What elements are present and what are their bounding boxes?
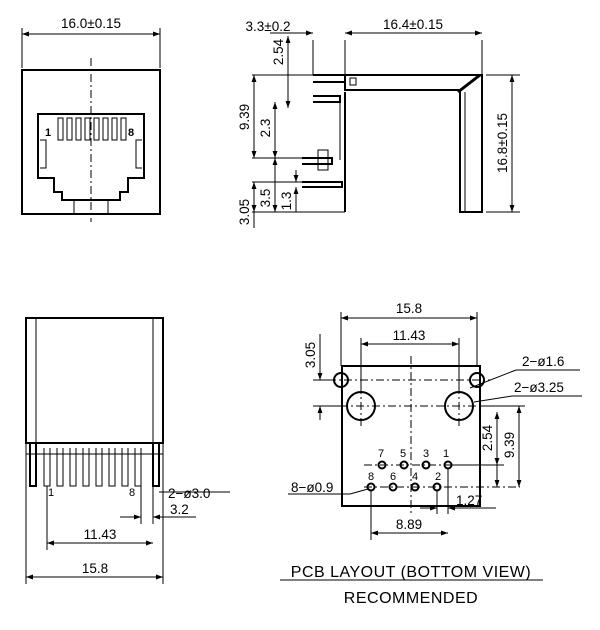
side-pin-upper [313, 74, 346, 83]
pin-label-5: 5 [400, 448, 406, 460]
side-dim-2-3: 2.3 [258, 119, 273, 138]
pcb-pin-hole-label: 8−ø0.9 [291, 480, 333, 495]
bottom-pin-1-label: 1 [48, 487, 54, 499]
jack-inner-right [135, 139, 142, 169]
caption-subtitle: RECOMMENDED [344, 590, 478, 607]
side-pin-bottom [302, 181, 343, 188]
contact [57, 117, 64, 141]
caption: PCB LAYOUT (BOTTOM VIEW) RECOMMENDED [280, 564, 543, 607]
side-dim-3-5: 3.5 [258, 189, 273, 208]
front-width-dim: 16.0±0.15 [61, 16, 121, 31]
pcb-dim-8-89: 8.89 [396, 517, 422, 532]
bottom-dim-3-2: 3.2 [170, 502, 189, 517]
leader-line [469, 369, 517, 389]
side-view: 3.3±0.2 16.4±0.15 2.54 9.39 2.3 16.8±0.1… [237, 17, 520, 228]
pcb-layout: 7 5 3 1 8 6 4 2 15.8 11.43 3.05 2−ø1.6 2… [288, 301, 582, 540]
side-dim-height: 16.8±0.15 [495, 113, 510, 173]
pin-label-7: 7 [378, 448, 384, 460]
side-dim-pitch: 2.54 [271, 38, 286, 65]
contact [120, 117, 127, 141]
side-dim-top-offset: 3.3±0.2 [246, 19, 291, 34]
front-pin-1-label: 1 [45, 127, 51, 139]
side-pin-middle [313, 95, 341, 103]
front-view: 1 8 16.0±0.15 [21, 16, 161, 222]
pin-label-6: 6 [390, 471, 396, 483]
side-pin-lower [302, 157, 333, 165]
pcb-large-hole-label: 2−ø3.25 [514, 380, 564, 395]
pin [82, 448, 90, 487]
bottom-view: 1 8 2−ø3.0 3.2 11.43 15.8 [25, 317, 230, 584]
pin [69, 448, 77, 487]
caption-title: PCB LAYOUT (BOTTOM VIEW) [291, 564, 531, 581]
bottom-peg-right [152, 443, 160, 487]
bottom-dim-15-8: 15.8 [82, 561, 108, 576]
contact [111, 117, 118, 141]
pin [121, 448, 129, 487]
contact [102, 117, 109, 141]
side-pin-block [317, 149, 329, 171]
side-body-outline [344, 74, 483, 213]
bottom-peg-left [29, 443, 37, 487]
front-pin-8-label: 8 [128, 127, 134, 139]
latch-slot [73, 199, 109, 215]
pcb-dim-1-27: 1.27 [456, 493, 482, 508]
side-dim-length: 16.4±0.15 [383, 17, 443, 32]
pin-label-8: 8 [368, 471, 374, 483]
pcb-dim-3-05: 3.05 [303, 342, 318, 368]
bottom-body-outline [25, 317, 164, 444]
pcb-dim-2-54: 2.54 [480, 424, 495, 451]
pin [134, 448, 142, 487]
pcb-small-hole-label: 2−ø1.6 [522, 354, 564, 369]
side-dim-1-3: 1.3 [279, 192, 294, 211]
side-body-chamfer [457, 73, 481, 94]
pin-label-3: 3 [423, 448, 429, 460]
contact [93, 117, 100, 141]
pcb-dim-15-8: 15.8 [396, 301, 422, 316]
pin-label-2: 2 [435, 471, 441, 483]
bottom-pins [43, 448, 142, 487]
front-contacts [57, 117, 127, 141]
bottom-hole-label: 2−ø3.0 [168, 486, 210, 501]
pcb-dim-11-43: 11.43 [393, 328, 426, 343]
jack-opening [37, 113, 145, 201]
pin [108, 448, 116, 487]
leader-line [473, 395, 513, 403]
bottom-dim-11-43: 11.43 [84, 527, 117, 542]
side-dim-9-39: 9.39 [237, 104, 252, 130]
contact [66, 117, 73, 141]
contact [75, 117, 82, 141]
jack-inner-left [40, 139, 47, 169]
bottom-pin-8-label: 8 [129, 487, 135, 499]
pin [95, 448, 103, 487]
leader-line [349, 488, 369, 495]
side-tab [349, 77, 357, 86]
pin-label-4: 4 [412, 471, 418, 483]
pin-label-1: 1 [443, 448, 449, 460]
pcb-dim-9-39: 9.39 [502, 432, 517, 458]
pin [56, 448, 64, 487]
side-dim-3-05: 3.05 [237, 199, 252, 225]
contact [84, 117, 91, 141]
